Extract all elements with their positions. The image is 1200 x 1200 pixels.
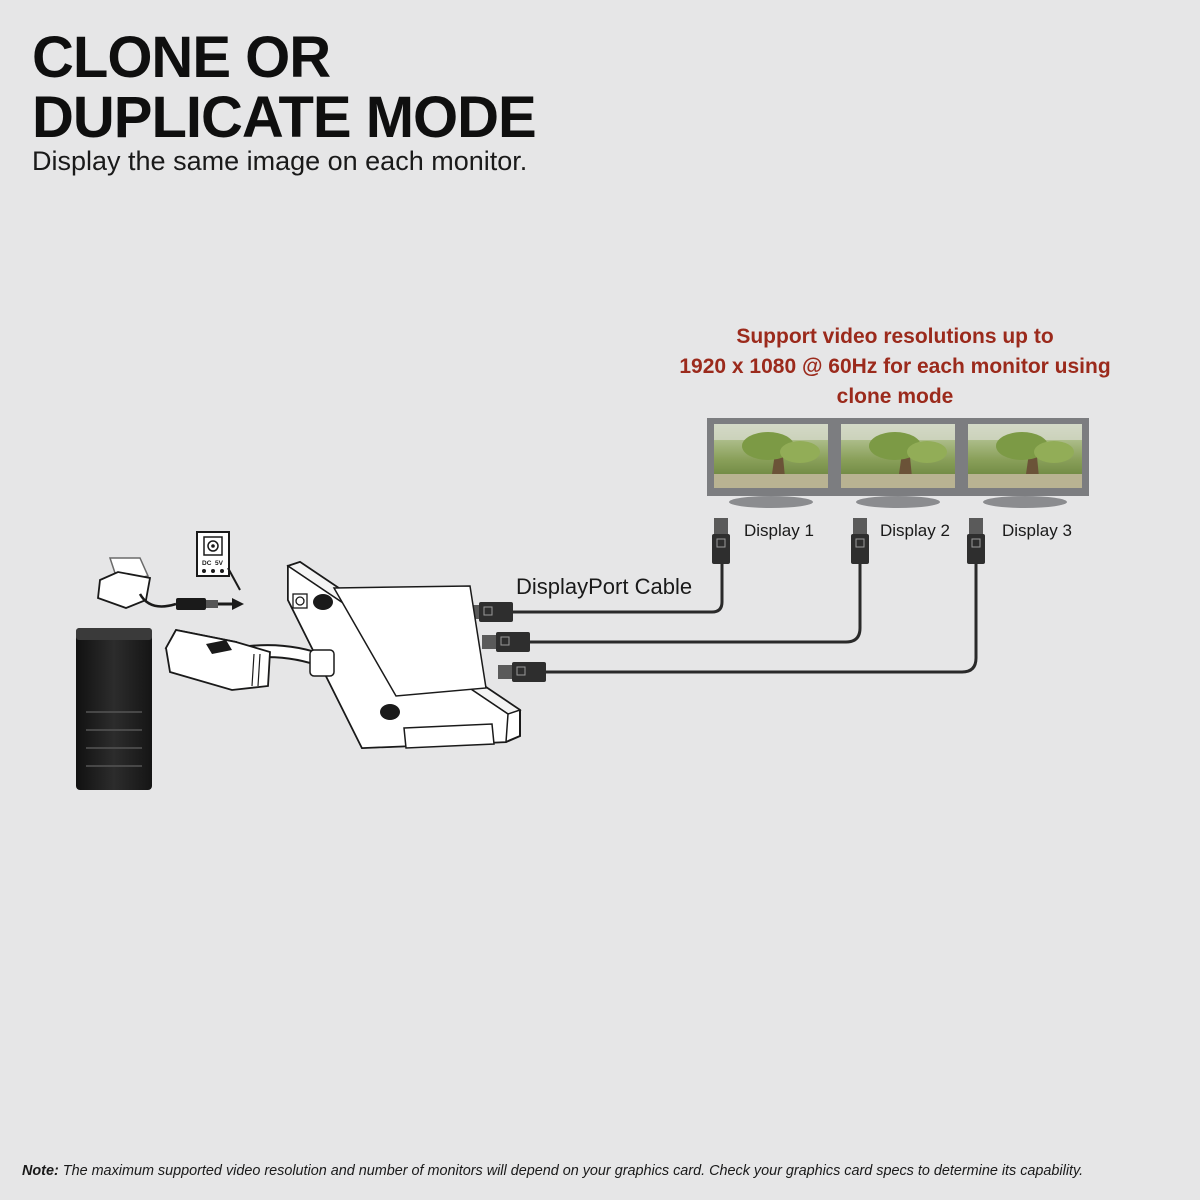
page-title: CLONE OR DUPLICATE MODE <box>32 25 537 150</box>
displayport-connector-icon <box>498 662 546 682</box>
displayport-cable-label: DisplayPort Cable <box>516 574 692 599</box>
page-title-line-2: DUPLICATE MODE <box>32 85 537 150</box>
monitor-icon <box>961 418 1089 508</box>
footnote-label: Note: <box>22 1163 59 1179</box>
resolution-note-line-3: clone mode <box>836 385 954 408</box>
displayport-connector-icon <box>967 518 985 564</box>
power-adapter-icon <box>97 557 244 610</box>
page-title-line-1: CLONE OR <box>32 25 331 90</box>
resolution-note-line-1: Support video resolutions up to <box>736 325 1054 348</box>
mst-hub-icon <box>286 560 522 750</box>
displayport-plug-icon <box>164 628 335 691</box>
voltage-label: 5V <box>215 560 224 567</box>
monitor-icon <box>834 418 962 508</box>
page-subtitle: Display the same image on each monitor. <box>32 146 528 176</box>
dc-polarity-icon: DC 5V <box>196 531 241 591</box>
dc-label: DC <box>202 560 212 567</box>
display-3-label: Display 3 <box>1002 521 1072 540</box>
footnote-text: The maximum supported video resolution a… <box>58 1163 1084 1179</box>
resolution-note-line-2: 1920 x 1080 @ 60Hz for each monitor usin… <box>679 355 1111 378</box>
monitor-icon <box>707 418 835 508</box>
displayport-cable-1 <box>512 560 724 614</box>
resolution-note: Support video resolutions up to 1920 x 1… <box>640 322 1150 412</box>
displayport-cable-2 <box>530 560 862 644</box>
displayport-connector-icon <box>851 518 869 564</box>
displayport-connector-icon <box>712 518 730 564</box>
display-2-label: Display 2 <box>880 521 950 540</box>
computer-tower-icon <box>76 628 152 790</box>
footnote: Note: The maximum supported video resolu… <box>22 1163 1083 1179</box>
displayport-connector-icon <box>482 632 530 652</box>
display-1-label: Display 1 <box>744 521 814 540</box>
displayport-cable-3 <box>546 560 978 674</box>
